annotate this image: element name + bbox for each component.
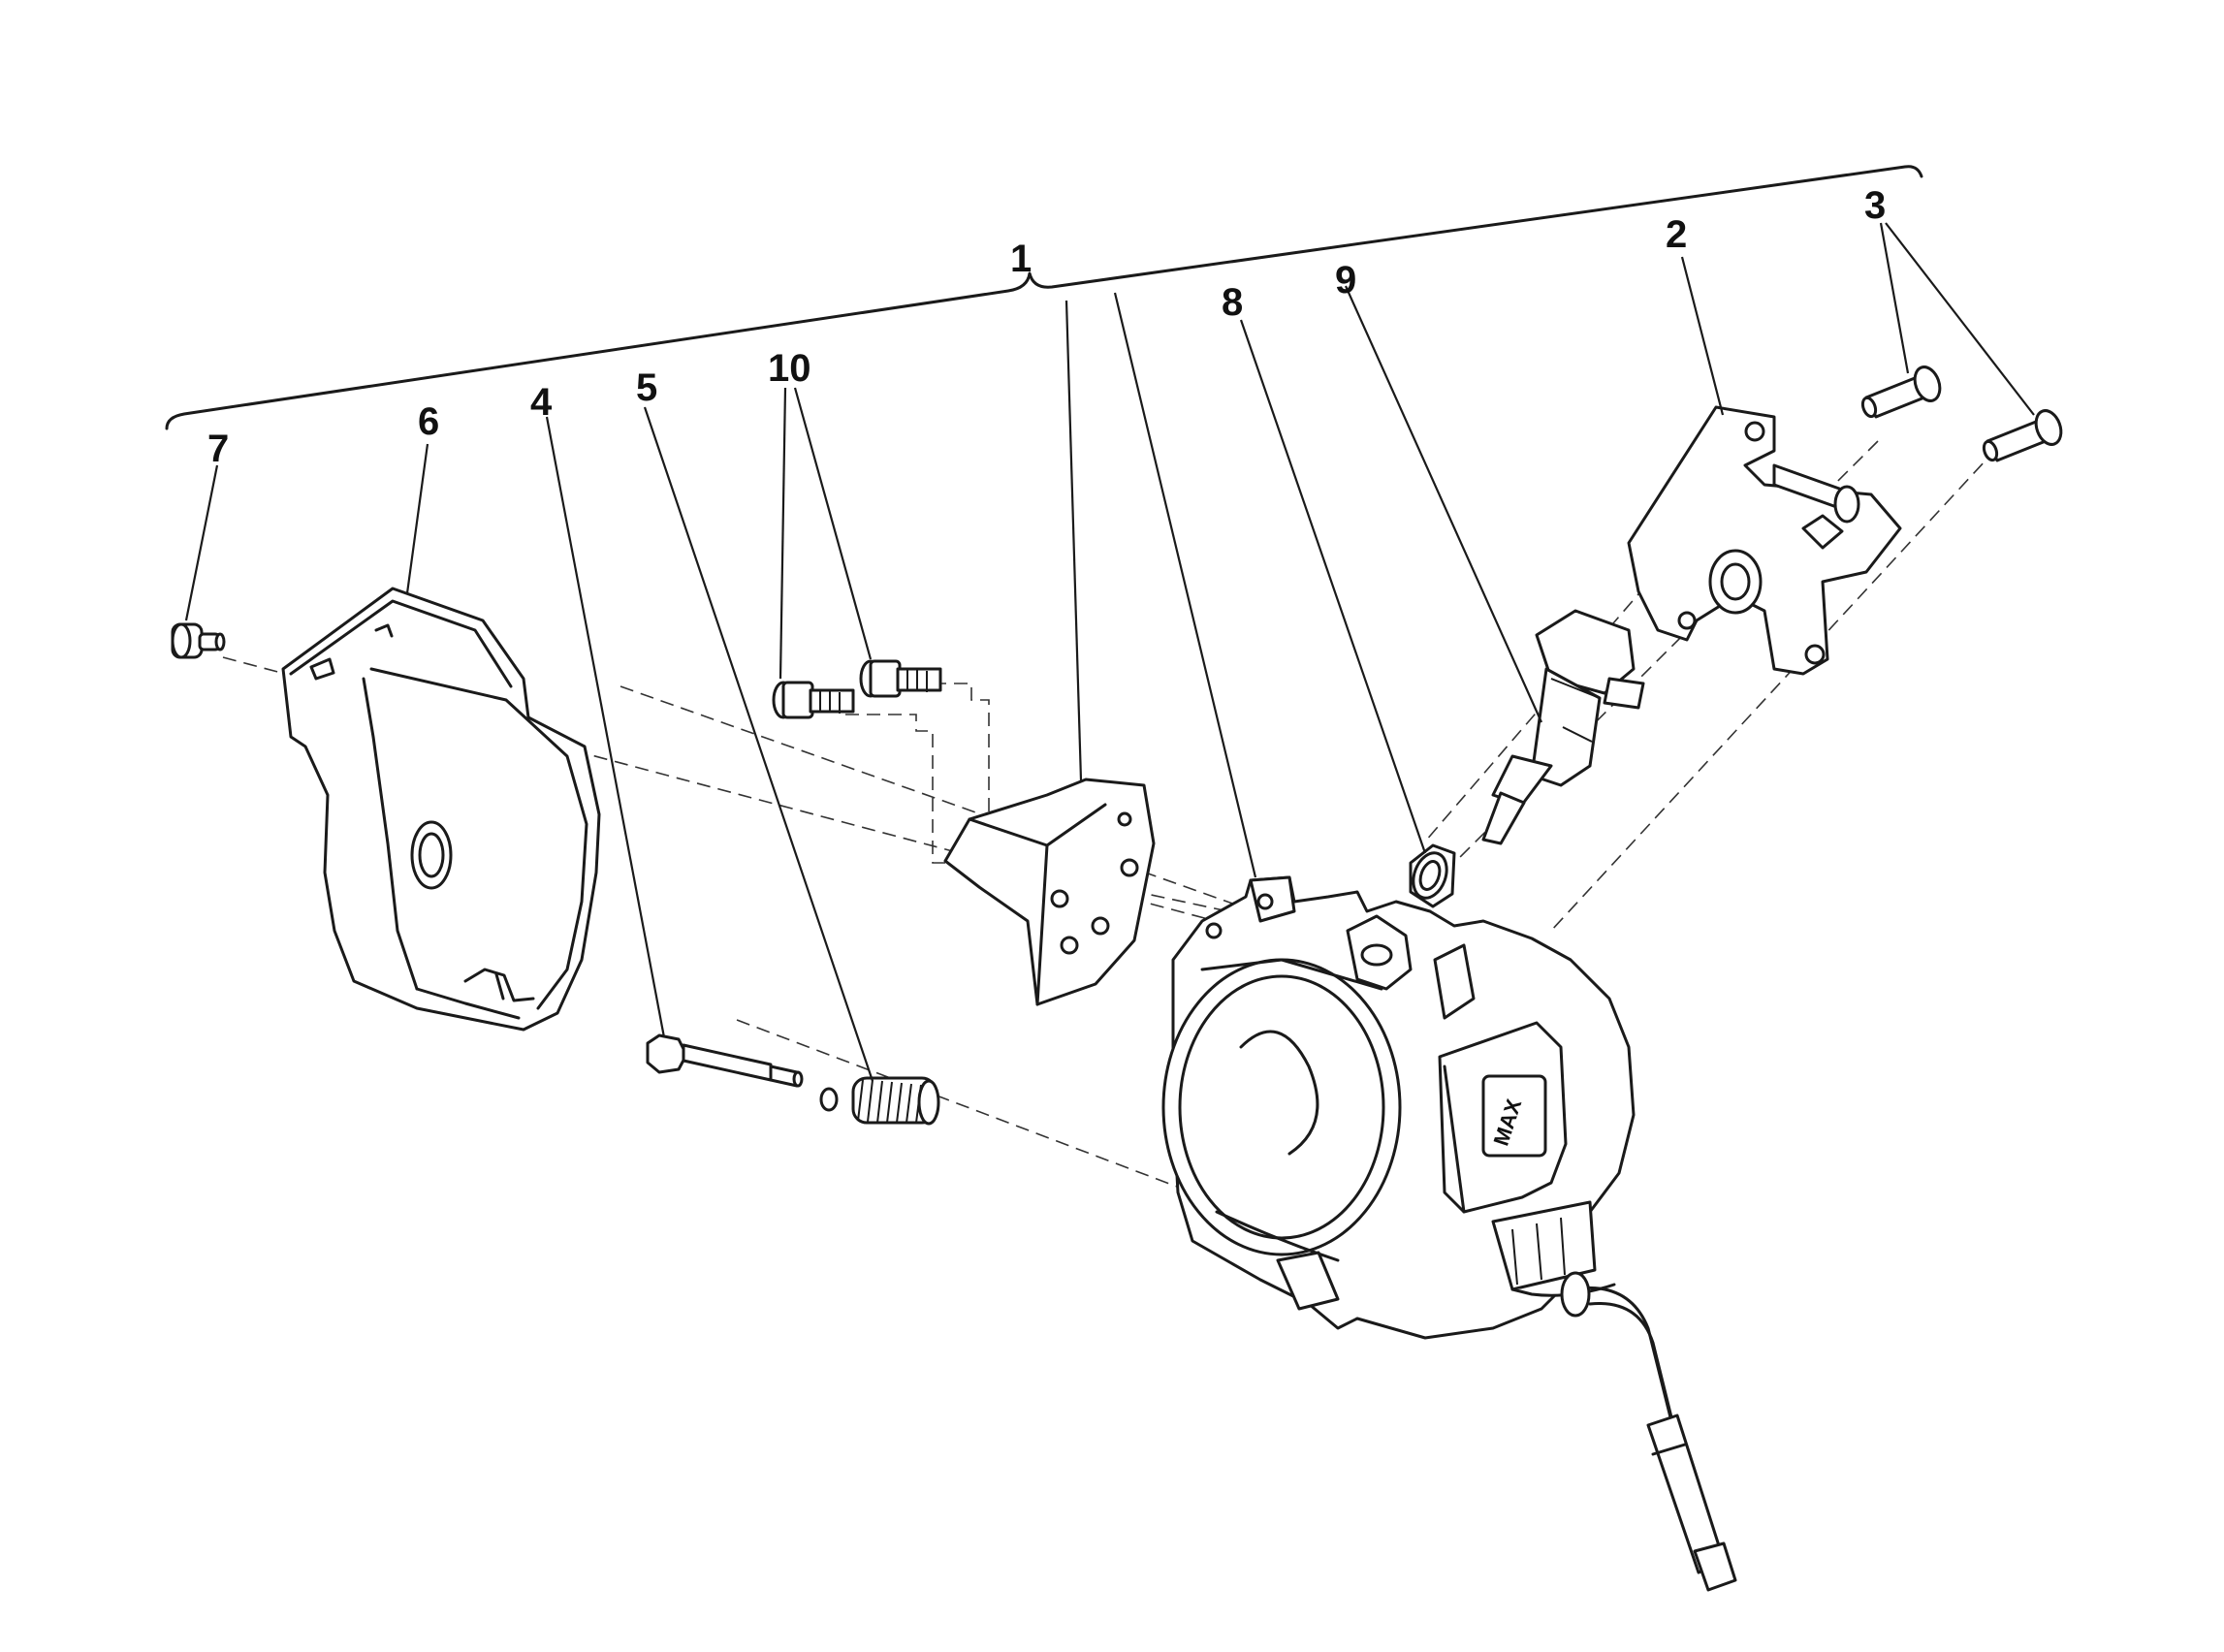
callout-10: 10 [768,347,811,390]
callout-3: 3 [1864,184,1886,227]
leader-lines [184,222,2035,1082]
callout-8: 8 [1222,281,1243,324]
callout-9: 9 [1335,259,1356,302]
part-9-fuel-injector [1481,609,1645,845]
callout-2: 2 [1666,213,1687,256]
part-3-screw-a [1860,365,1942,419]
callout-1: 1 [1010,238,1032,280]
part-3-screw-b [1982,409,2063,462]
assembly-bracket [165,165,1923,430]
sensor-bracket-plate [943,778,1156,1006]
callout-5: 5 [636,366,657,409]
callout-4: 4 [530,381,553,424]
small-washer [819,1087,839,1112]
callout-6: 6 [418,400,439,443]
part-10-screw-b [859,659,942,698]
part-2-fuel-rail [1627,405,1902,676]
part-8-seal-ring [1409,843,1456,908]
throttle-body: MAX [1161,875,1636,1340]
callout-7: 7 [207,428,229,470]
callout-labels: 1 2 3 4 5 6 7 8 9 10 [207,184,1886,470]
part-7-cap-screw [171,622,226,659]
part-4-bolt [646,1033,804,1088]
part-10-screw-a [772,681,855,719]
part-5-spring [851,1076,940,1126]
part-6-throttle-cover [281,587,601,1032]
sensor-cable [1560,1271,1737,1592]
